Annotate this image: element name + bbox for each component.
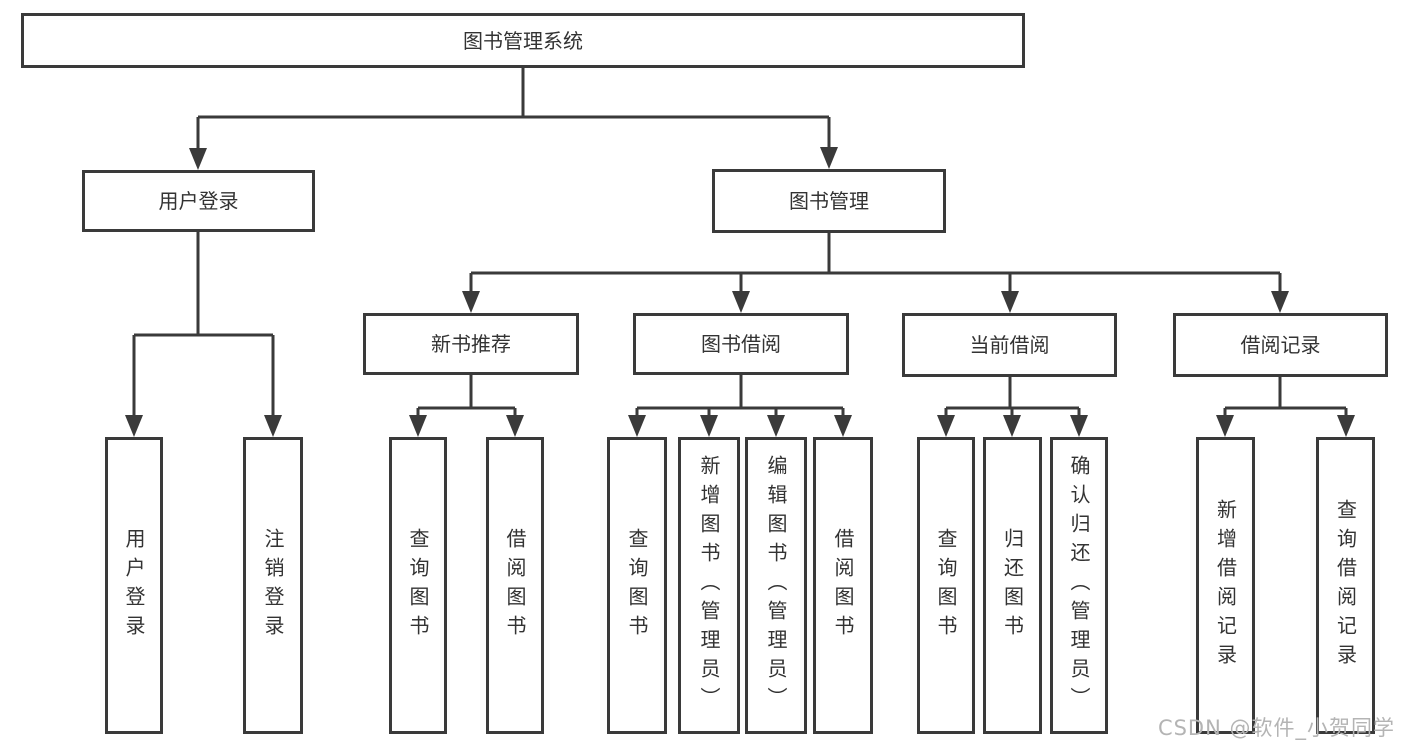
connector-user-login-branch — [132, 232, 275, 419]
node-borrow-records: 借阅记录 — [1173, 313, 1388, 377]
node-root: 图书管理系统 — [21, 13, 1025, 68]
leaf-query-book-under-borrow: 查询图书 — [607, 437, 667, 734]
node-current-borrow: 当前借阅 — [902, 313, 1117, 377]
node-book-borrow: 图书借阅 — [633, 313, 849, 375]
connector-root-branch — [196, 67, 831, 152]
leaf-add-book-admin: 新增图书（管理员） — [678, 437, 740, 734]
leaf-query-book-under-new-book: 查询图书 — [389, 437, 447, 734]
node-user-login: 用户登录 — [82, 170, 315, 232]
arrowheads — [125, 147, 1355, 437]
connector-borrow-records-branch — [1223, 377, 1348, 419]
leaf-return-book: 归还图书 — [983, 437, 1042, 734]
connector-current-borrow-branch — [944, 377, 1081, 419]
connector-book-borrow-branch — [635, 375, 845, 419]
node-new-book-recommend: 新书推荐 — [363, 313, 579, 375]
leaf-logout: 注销登录 — [243, 437, 303, 734]
leaf-query-borrow-record: 查询借阅记录 — [1316, 437, 1375, 734]
leaf-edit-book-admin: 编辑图书（管理员） — [745, 437, 807, 734]
watermark: CSDN @软件_小贺同学 — [1157, 716, 1395, 740]
leaf-user-login: 用户登录 — [105, 437, 163, 734]
leaf-borrow-book-under-new-book: 借阅图书 — [486, 437, 544, 734]
connector-book-mgmt-branch — [469, 233, 1282, 295]
leaf-query-book-under-current: 查询图书 — [917, 437, 975, 734]
connector-new-book-branch — [416, 375, 517, 419]
leaf-borrow-book-under-borrow: 借阅图书 — [813, 437, 873, 734]
node-book-management: 图书管理 — [712, 169, 946, 233]
leaf-confirm-return-admin: 确认归还（管理员） — [1050, 437, 1108, 734]
leaf-add-borrow-record: 新增借阅记录 — [1196, 437, 1255, 734]
